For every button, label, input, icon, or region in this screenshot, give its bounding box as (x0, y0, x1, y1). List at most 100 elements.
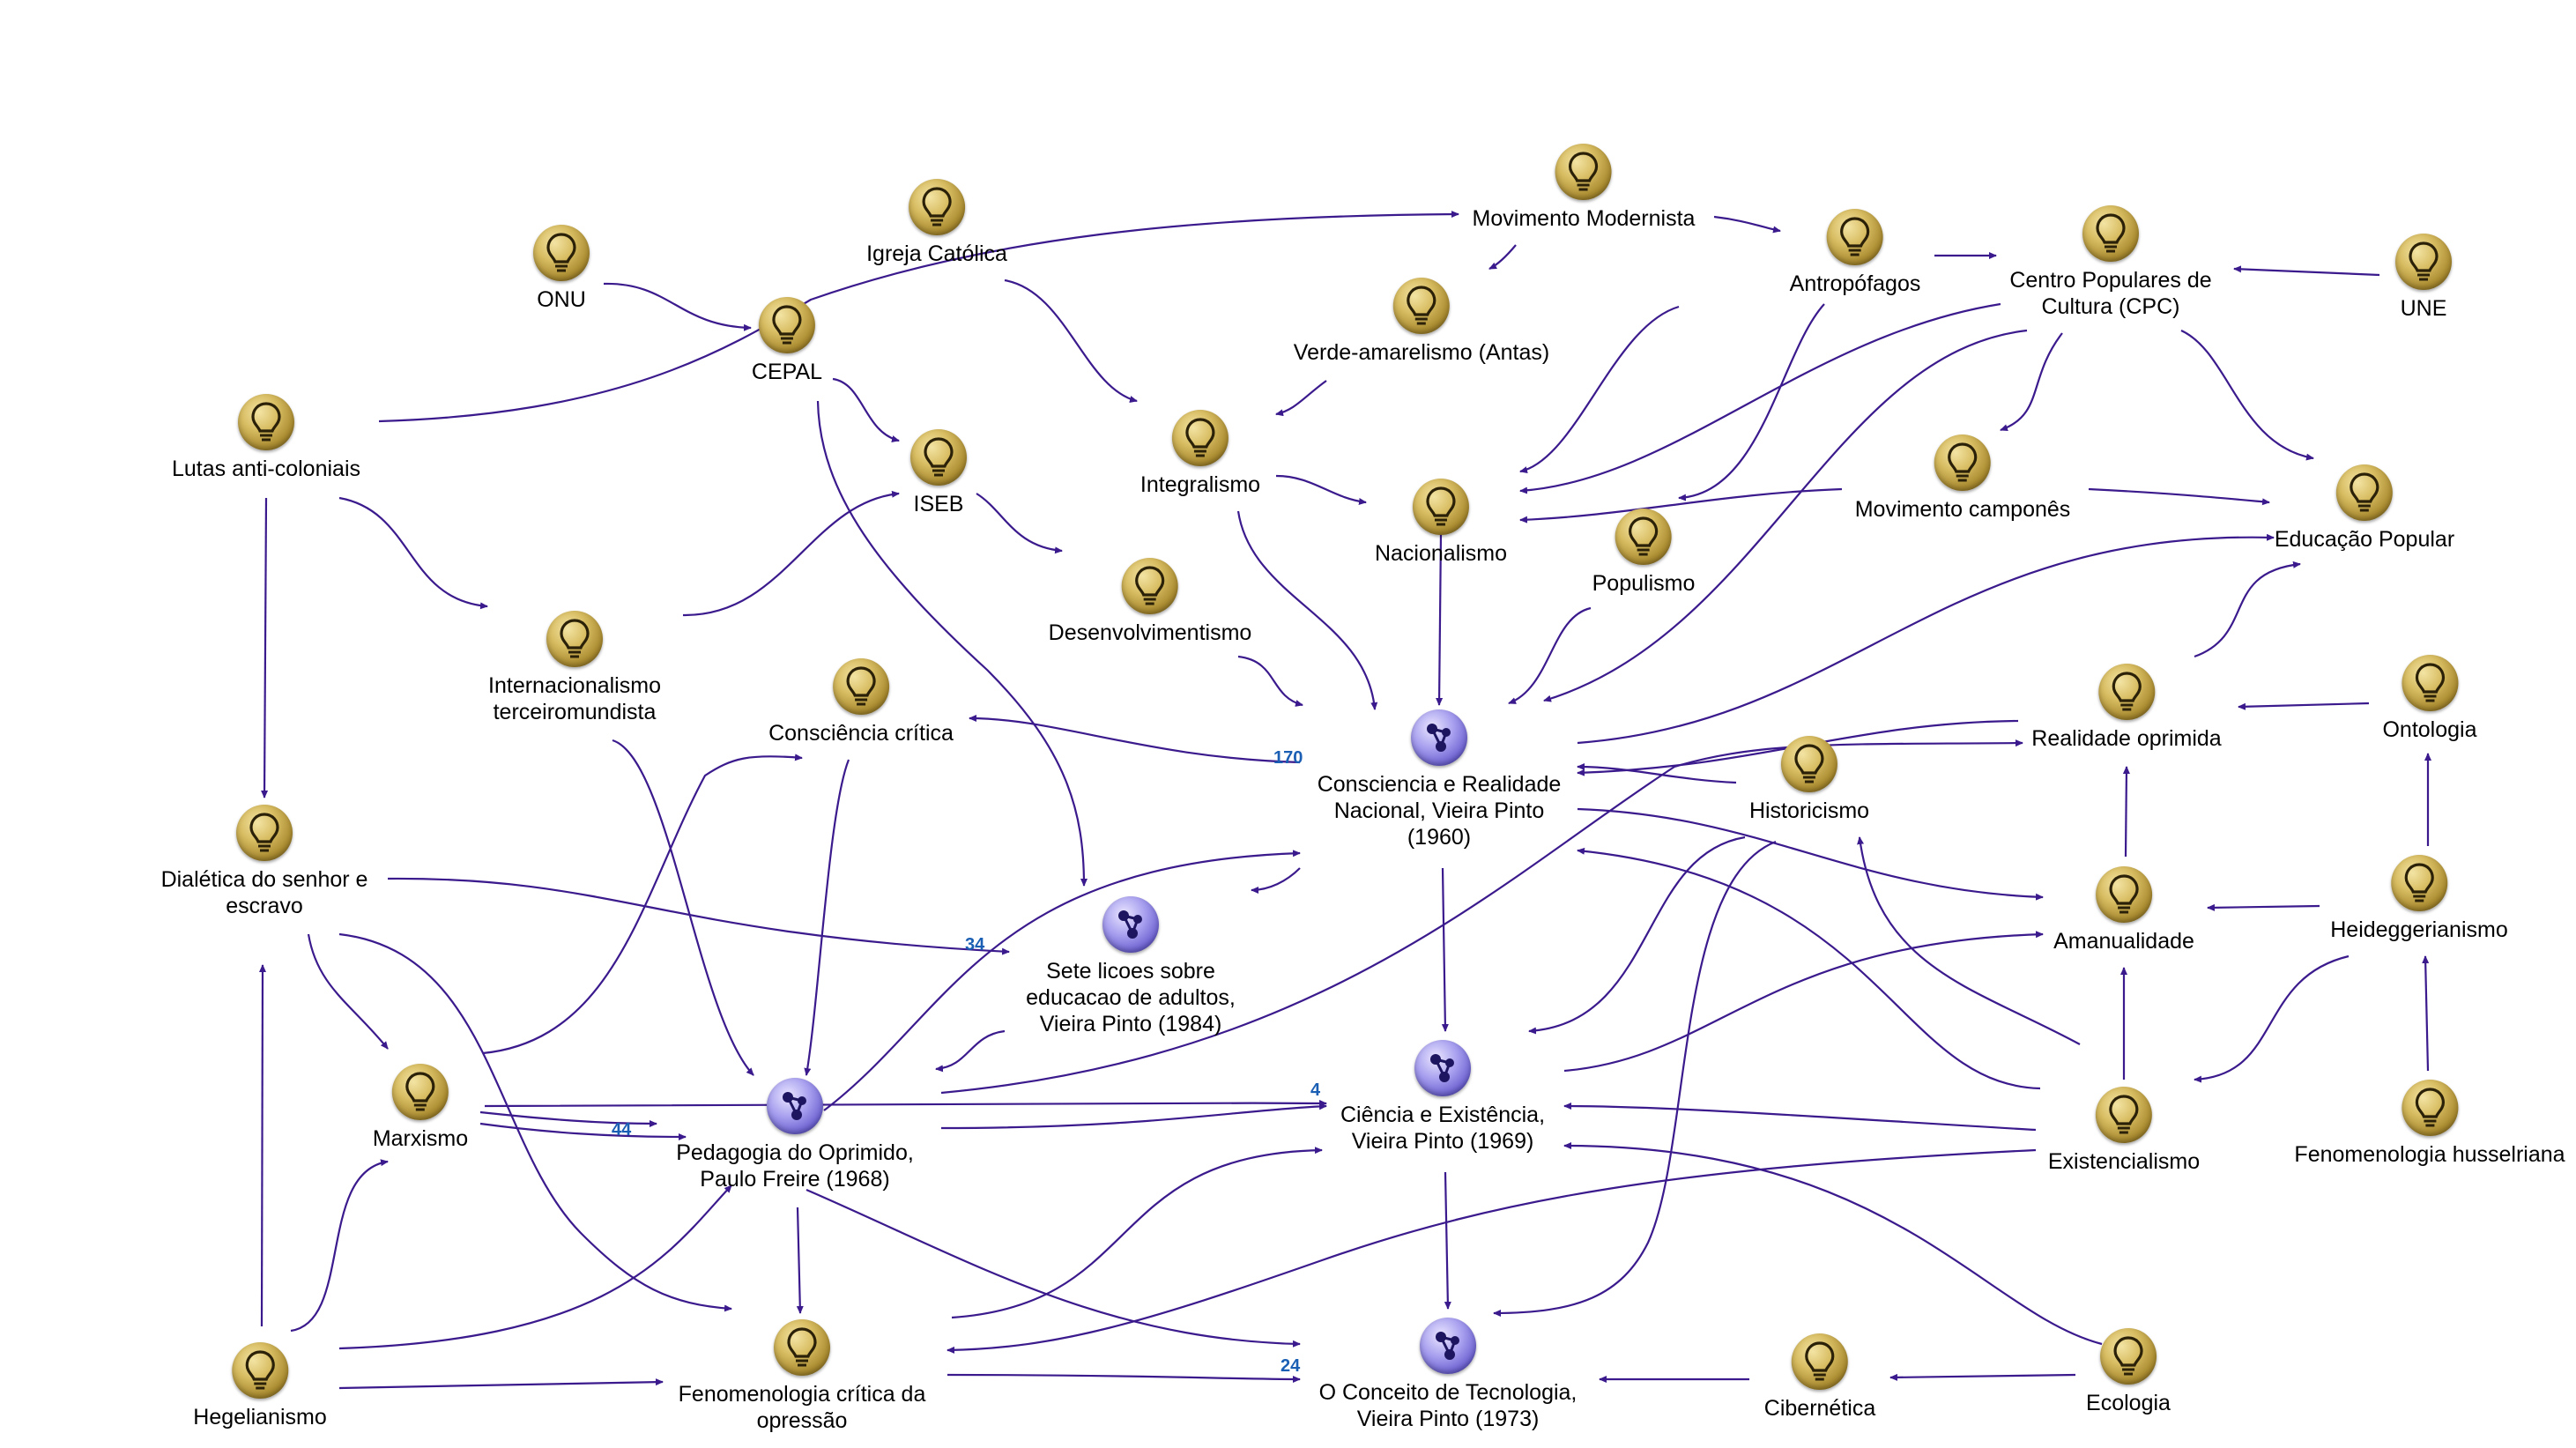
node-amanualidade[interactable]: Amanualidade (2053, 866, 2194, 954)
edge-dialetica-sete (387, 877, 1010, 955)
node-heideggerianismo[interactable]: Heideggerianismo (2330, 855, 2508, 943)
edge-onu-cepal (603, 282, 752, 331)
node-movimento-campones[interactable]: Movimento camponês (1854, 434, 2071, 523)
lightbulb-icon (1413, 479, 1469, 535)
edge-lutas-dialetica (261, 497, 269, 798)
edge-dialetica-fenomenologia (338, 932, 732, 1312)
edge-campones-nacionalismo (1519, 487, 1843, 524)
edge-fenomenologia-husserl-heidegger (2422, 955, 2430, 1072)
network-book-icon (1102, 896, 1159, 953)
node-ecologia[interactable]: Ecologia (2086, 1328, 2171, 1416)
node-consciencia-critica[interactable]: Consciência crítica (768, 658, 954, 746)
edge-ontologia-realidade (2238, 702, 2370, 710)
edge-ciencia-amanualidade (1563, 931, 2044, 1073)
node-nacionalismo[interactable]: Nacionalismo (1375, 479, 1507, 567)
concept-label: Historicismo (1748, 798, 1870, 823)
edge-hegelianismo-marxismo (290, 1159, 389, 1333)
network-book-icon (1411, 709, 1467, 766)
node-antropofagos[interactable]: Antropófagos (1789, 209, 1921, 297)
lightbulb-icon (2096, 1087, 2152, 1143)
node-historicismo[interactable]: Historicismo (1749, 736, 1869, 824)
lightbulb-icon (1934, 434, 1991, 491)
edge-lutas-modernista (378, 211, 1459, 423)
concept-label: Fenomenologia crítica da opressão (678, 1382, 926, 1433)
node-lutas-anti-coloniais[interactable]: Lutas anti-coloniais (172, 394, 360, 482)
edge-igreja-integralismo (1004, 278, 1138, 403)
concept-label: Ontologia (2382, 717, 2477, 742)
edge-cpc-educacao (2180, 329, 2314, 461)
lightbulb-icon (1392, 278, 1450, 334)
work-label: Pedagogia do Oprimido, Paulo Freire (196… (676, 1140, 914, 1192)
edge-campones-educacao (2088, 487, 2270, 506)
concept-label: Hegelianismo (193, 1405, 327, 1429)
node-populismo[interactable]: Populismo (1592, 509, 1695, 597)
concept-label: Realidade oprimida (2031, 726, 2222, 751)
concept-label: Consciência crítica (768, 721, 954, 746)
node-work-sete-licoes[interactable]: 34 Sete licoes sobre educacao de adultos… (965, 896, 1254, 1037)
edge-integralismo-cr (1236, 510, 1378, 710)
node-desenvolvimentismo[interactable]: Desenvolvimentismo (1048, 558, 1252, 646)
node-onu[interactable]: ONU (533, 225, 590, 313)
work-label: Ciência e Existência, Vieira Pinto (1969… (1340, 1103, 1546, 1154)
node-realidade-oprimida[interactable]: Realidade oprimida (2031, 664, 2222, 752)
node-work-pedagogia[interactable]: 44 Pedagogia do Oprimido, Paulo Freire (… (612, 1078, 927, 1192)
work-label: O Conceito de Tecnologia, Vieira Pinto (… (1318, 1380, 1578, 1431)
node-work-consciencia-realidade[interactable]: 170 Consciencia e Realidade Nacional, Vi… (1273, 709, 1571, 850)
node-marxismo[interactable]: Marxismo (373, 1064, 468, 1152)
concept-label: Desenvolvimentismo (1048, 620, 1252, 645)
node-igreja-catolica[interactable]: Igreja Católica (866, 179, 1007, 267)
concept-label: Movimento camponês (1854, 497, 2071, 522)
concept-label: Fenomenologia husselriana (2294, 1142, 2565, 1167)
concept-label: Ecologia (2086, 1391, 2171, 1415)
node-cepal[interactable]: CEPAL (752, 297, 822, 385)
reference-count: 44 (612, 1120, 632, 1140)
work-label: Consciencia e Realidade Nacional, Vieira… (1317, 772, 1562, 850)
edge-pedagogia-cr (823, 850, 1301, 1111)
reference-count: 170 (1273, 748, 1303, 768)
edge-desenv-cr (1237, 655, 1303, 707)
node-ontologia[interactable]: Ontologia (2382, 655, 2477, 743)
node-cibernetica[interactable]: Cibernética (1764, 1333, 1875, 1422)
edge-cc-pedagogia (804, 759, 850, 1076)
edge-pedagogia-fenomenologia (796, 1207, 804, 1314)
edge-antropofagos-nacionalismo-2 (1678, 303, 1825, 501)
node-fenomenologia-critica[interactable]: Fenomenologia crítica da opressão (661, 1319, 943, 1434)
network-book-icon (1420, 1318, 1476, 1374)
edge-cpc-nacionalismo (1519, 302, 2001, 494)
edge-cepal-sete (816, 400, 1088, 887)
concept-label: Movimento Modernista (1472, 206, 1696, 231)
node-integralismo[interactable]: Integralismo (1140, 410, 1260, 498)
lightbulb-icon (533, 225, 590, 281)
node-existencialismo[interactable]: Existencialismo (2048, 1087, 2200, 1175)
node-educacao-popular[interactable]: Educação Popular (2275, 464, 2454, 553)
edge-dialetica-marxismo (307, 933, 389, 1050)
edge-historicismo-cr (1577, 763, 1737, 784)
node-work-conceito-tecnologia[interactable]: 24 O Conceito de Tecnologia, Vieira Pint… (1281, 1318, 1589, 1432)
lightbulb-icon (1827, 209, 1883, 265)
edge-existencialismo-historicismo (1857, 836, 2081, 1045)
edge-verde-integralismo (1275, 380, 1327, 417)
node-une[interactable]: UNE (2395, 234, 2452, 322)
node-cpc[interactable]: Centro Populares de Cultura (CPC) (1996, 205, 2225, 320)
edge-heidegger-amanualidade (2207, 903, 2320, 911)
concept-label: Cibernética (1763, 1396, 1876, 1421)
edge-existencialismo-fenomenologia (947, 1148, 2037, 1354)
edge-integralismo-nacionalismo (1275, 474, 1367, 505)
node-work-ciencia-existencia[interactable]: 4 Ciência e Existência, Vieira Pinto (19… (1310, 1040, 1566, 1155)
node-internacionalismo[interactable]: Internacionalismo terceiromundista (473, 611, 676, 725)
edge-cr-realidade (940, 739, 2023, 1095)
node-verde-amarelismo[interactable]: Verde-amarelismo (Antas) (1294, 278, 1549, 366)
lightbulb-icon (833, 658, 889, 715)
concept-label: Antropófagos (1789, 271, 1921, 296)
node-fenomenologia-husserliana[interactable]: Fenomenologia husselriana (2294, 1080, 2565, 1168)
node-iseb[interactable]: ISEB (910, 429, 967, 517)
node-hegelianismo[interactable]: Hegelianismo (193, 1342, 327, 1430)
concept-label: Heideggerianismo (2330, 917, 2508, 942)
node-movimento-modernista[interactable]: Movimento Modernista (1472, 144, 1696, 232)
edge-antropofagos-nacionalismo-1 (1519, 305, 1680, 474)
node-dialetica[interactable]: Dialética do senhor e escravo (145, 805, 383, 919)
edge-internacionalismo-pedagogia (612, 739, 754, 1076)
edge-ecologia-cibernetica (1889, 1373, 2076, 1381)
lightbulb-icon (2402, 1080, 2458, 1136)
edge-sete-pedagogia (935, 1029, 1006, 1073)
